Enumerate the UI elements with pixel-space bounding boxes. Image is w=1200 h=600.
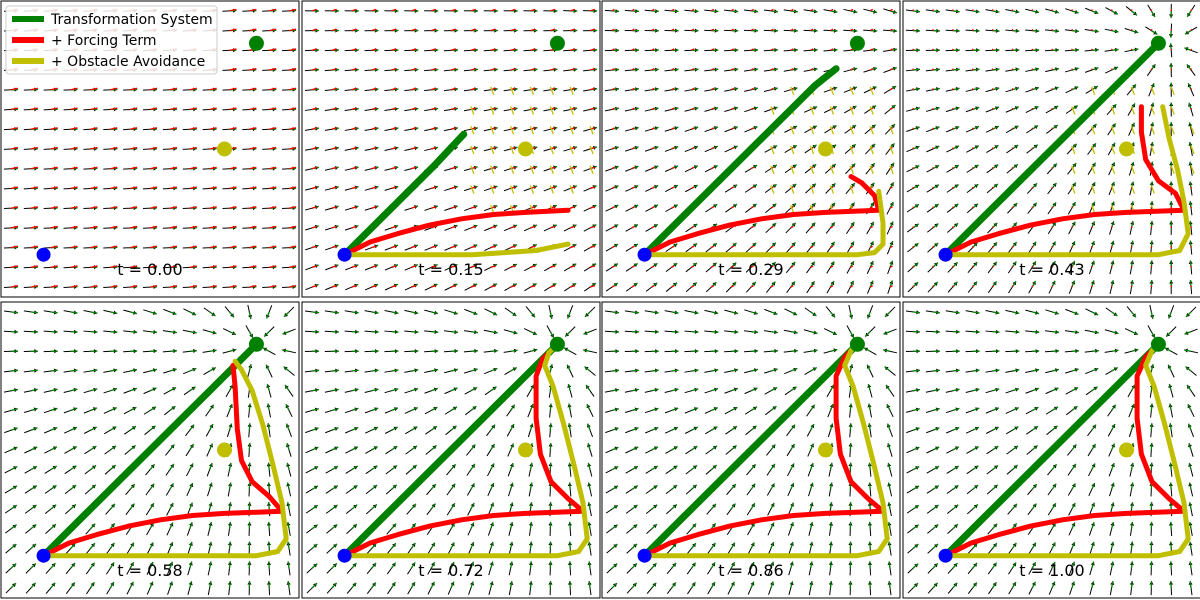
- panel-3: t = 0.43: [902, 0, 1200, 298]
- start-marker: [36, 247, 51, 262]
- panel-frame: [301, 0, 601, 298]
- goal-marker: [549, 336, 565, 352]
- series-transformation-line: [40, 340, 260, 560]
- start-marker: [637, 247, 652, 262]
- obstacle-marker: [818, 141, 833, 157]
- start-marker: [337, 247, 352, 262]
- vector-field: [905, 3, 1198, 295]
- legend-label-forcing: + Forcing Term: [51, 33, 156, 49]
- goal-marker: [1150, 35, 1166, 51]
- panel-6: t = 0.86: [601, 301, 901, 599]
- legend-label-obstacle: + Obstacle Avoidance: [51, 54, 205, 70]
- series-transformation-line: [341, 340, 561, 560]
- time-label: t = 0.15: [418, 260, 483, 279]
- panel-frame: [601, 0, 901, 298]
- start-marker: [36, 548, 51, 563]
- panel-7: t = 1.00: [902, 301, 1200, 599]
- series-transformation-line: [341, 130, 468, 259]
- goal-marker: [849, 336, 865, 352]
- panel-frame: [0, 0, 300, 298]
- panel-4-plot: t = 0.58: [3, 304, 297, 596]
- obstacle-marker: [1119, 442, 1134, 458]
- obstacle-marker: [518, 141, 533, 157]
- series-forcing-line: [642, 174, 882, 258]
- vector-field: [304, 8, 598, 292]
- panel-1-plot: t = 0.15: [304, 8, 598, 292]
- series-transformation-line: [641, 340, 861, 560]
- panel-6-plot: t = 0.86: [604, 304, 898, 596]
- panel-5: t = 0.72: [301, 301, 601, 599]
- series-forcing-line: [41, 362, 285, 559]
- series-obstacle-line: [342, 343, 590, 559]
- vector-field: [905, 304, 1199, 596]
- legend-box: [5, 5, 218, 75]
- vector-field: [3, 304, 297, 596]
- goal-marker: [1150, 336, 1166, 352]
- goal-marker: [849, 35, 865, 51]
- panel-4: t = 0.58: [0, 301, 300, 599]
- panel-1: t = 0.15: [301, 0, 601, 298]
- obstacle-marker: [518, 442, 533, 458]
- panel-7-plot: t = 1.00: [905, 304, 1199, 596]
- series-transformation-line: [942, 39, 1162, 259]
- obstacle-marker: [818, 442, 833, 458]
- series-obstacle-line: [41, 358, 289, 559]
- legend-label-transformation: Transformation System: [50, 12, 213, 28]
- panel-2-plot: t = 0.29: [604, 8, 898, 294]
- time-label: t = 0.58: [117, 561, 182, 580]
- series-obstacle-line: [642, 188, 886, 258]
- series-transformation-line: [641, 65, 840, 259]
- time-label: t = 0.43: [1019, 260, 1084, 279]
- series-obstacle-line: [642, 341, 890, 559]
- panel-5-plot: t = 0.72: [304, 304, 598, 596]
- panel-frame: [0, 301, 300, 599]
- goal-marker: [248, 336, 264, 352]
- panel-frame: [301, 301, 601, 599]
- series-forcing-line: [943, 104, 1187, 258]
- panel-frame: [902, 0, 1200, 298]
- series-obstacle-line: [342, 241, 571, 258]
- time-label: t = 0.72: [418, 561, 483, 580]
- legend: Transformation System + Forcing Term + Obs…: [5, 5, 218, 75]
- panel-3-plot: t = 0.43: [905, 3, 1198, 295]
- series-obstacle-line: [943, 341, 1191, 559]
- goal-marker: [248, 35, 264, 51]
- start-marker: [637, 548, 652, 563]
- series-forcing-line: [342, 207, 571, 258]
- obstacle-marker: [217, 442, 232, 458]
- panel-frame: [902, 301, 1200, 599]
- panel-2: t = 0.29: [601, 0, 901, 298]
- vector-field: [604, 304, 898, 596]
- series-transformation-line: [942, 340, 1162, 560]
- obstacle-marker: [217, 141, 232, 157]
- panel-frame: [601, 301, 901, 599]
- time-label: t = 1.00: [1019, 561, 1084, 580]
- time-label: t = 0.29: [718, 260, 783, 279]
- goal-marker: [549, 35, 565, 51]
- time-label: t = 0.86: [718, 561, 783, 580]
- time-label: t = 0.00: [117, 260, 182, 279]
- start-marker: [337, 548, 352, 563]
- start-marker: [938, 247, 953, 262]
- start-marker: [938, 548, 953, 563]
- series-obstacle-line: [943, 104, 1191, 258]
- obstacle-marker: [1119, 141, 1134, 157]
